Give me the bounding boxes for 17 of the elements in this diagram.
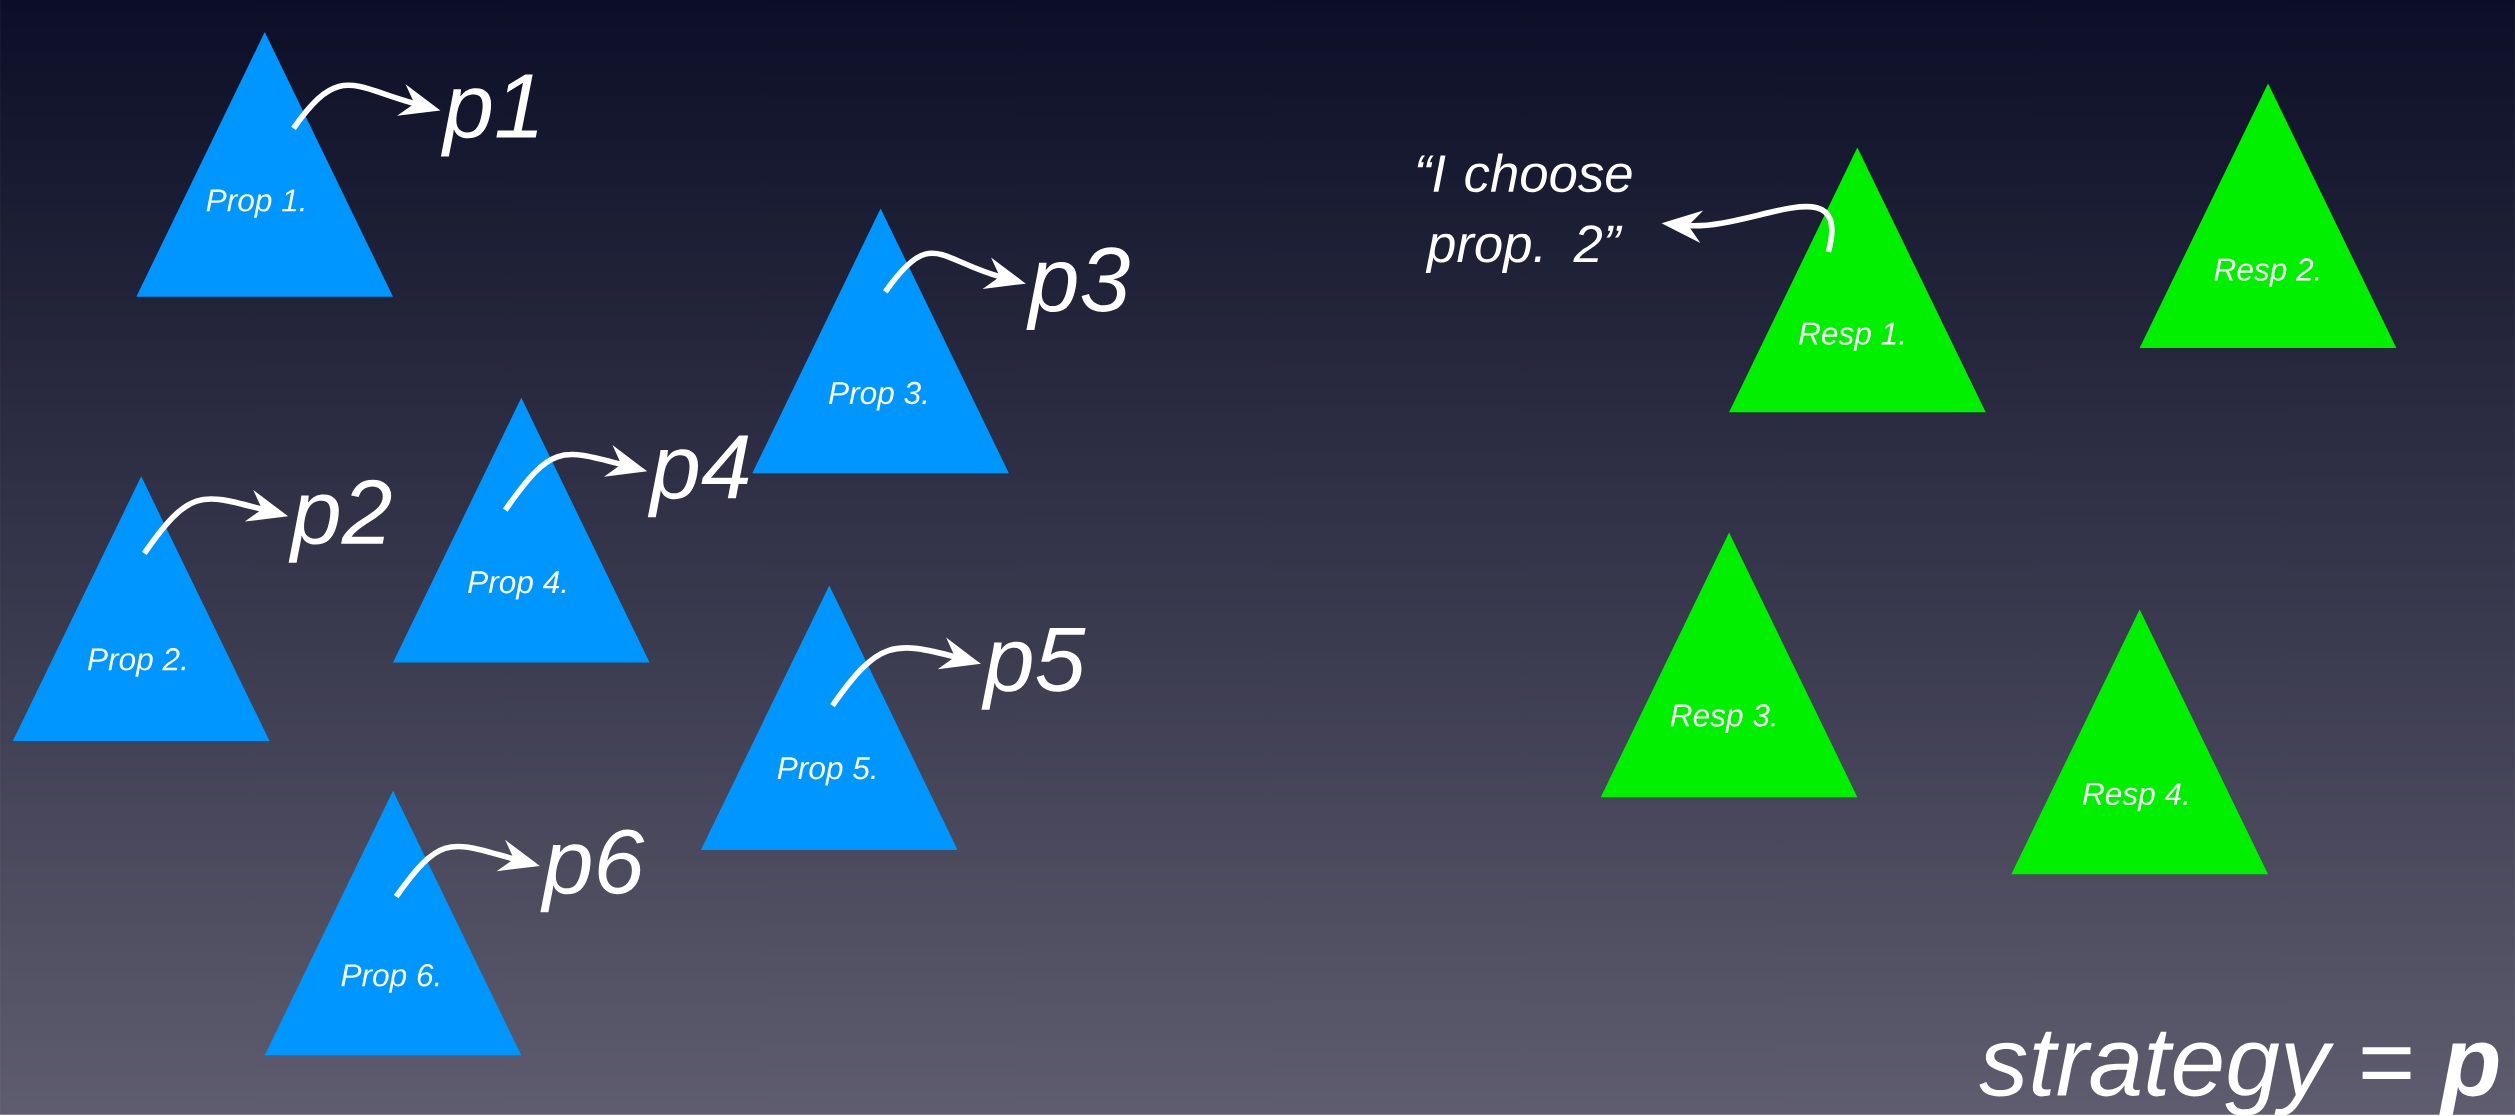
triangle: Prop 2. [12,476,270,741]
triangle: Prop 3. [752,208,1009,473]
triangle: Prop 1. [136,31,393,297]
variable-label: p4 [647,435,749,518]
variable-label: p3 [1026,247,1130,330]
triangle: Resp 2. [2139,83,2397,348]
variable-label: p6 [540,829,645,913]
triangle: Resp 1. [1729,147,1986,412]
variable-label: p2 [288,479,392,563]
formula-text: strategy = p [1979,1031,2499,1116]
triangle: Prop 6. [264,790,522,1056]
triangle: Resp 4. [2011,609,2269,874]
triangle: Prop 5. [700,585,958,850]
variable-label: p5 [981,627,1086,710]
variable-label: p1 [440,74,538,157]
quote-text: “I choose prop. 2” [1417,153,1632,273]
triangle: Resp 3. [1600,532,1858,797]
